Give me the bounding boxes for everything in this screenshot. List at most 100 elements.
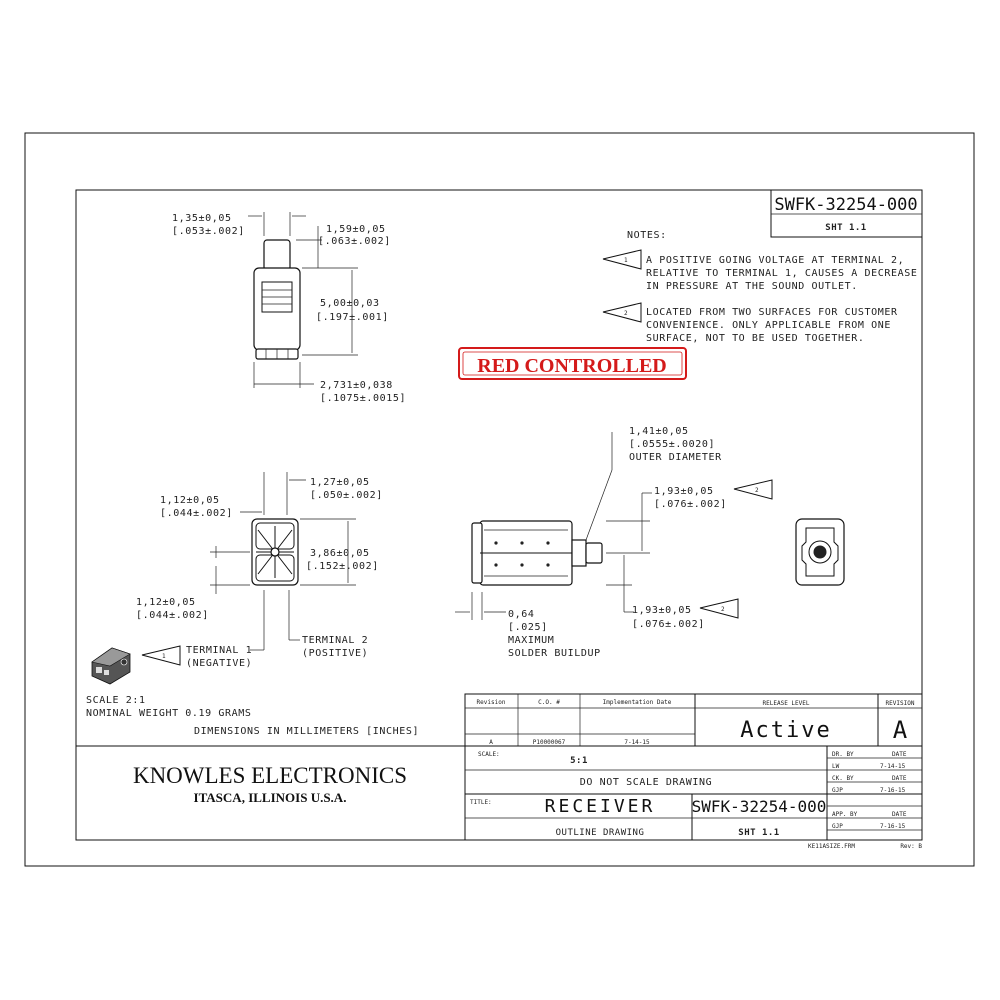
revision-label: REVISION: [886, 700, 915, 707]
side-view: 1,41±0,05 [.0555±.0020] OUTER DIAMETER 1…: [455, 426, 773, 659]
dim-top-width-in: [.053±.002]: [172, 226, 245, 237]
page-frame: [24, 132, 975, 867]
outlet-view: [795, 518, 845, 586]
doc-number-box: SWFK-32254-000 SHT 1.1: [770, 189, 923, 238]
dim-solder: 0,64: [508, 609, 534, 620]
dim-end-top-pad-in: [.044±.002]: [160, 508, 233, 519]
approved-by-date: 7-16-15: [880, 823, 906, 830]
dim-top-nub-in: [.063±.002]: [318, 236, 391, 247]
sound-outlet-nub: [263, 239, 291, 271]
note-flag-2: [602, 302, 642, 323]
note-flag-1-callout-label: 1: [162, 653, 166, 660]
company-name: KNOWLES ELECTRONICS: [133, 763, 407, 788]
rev-header-date: Implementation Date: [603, 699, 672, 706]
notes-heading: NOTES:: [627, 230, 667, 241]
units-note: DIMENSIONS IN MILLIMETERS [INCHES]: [194, 726, 419, 737]
weight-note: NOMINAL WEIGHT 0.19 GRAMS: [86, 708, 252, 719]
dim-side-upper-in: [.076±.002]: [654, 499, 727, 510]
company-location: ITASCA, ILLINOIS U.S.A.: [194, 790, 347, 805]
dim-end-pitch-in: [.050±.002]: [310, 490, 383, 501]
scale-note: SCALE 2:1: [86, 695, 146, 706]
dim-body-width-in: [.1075±.0015]: [320, 393, 406, 404]
note-flag-2-callout-lower: [699, 598, 739, 619]
dim-body-length: 5,00±0,03: [320, 298, 380, 309]
revision-value: A: [893, 716, 908, 744]
drawn-date-label: DATE: [892, 751, 907, 758]
drawing-border: [75, 189, 923, 841]
form-template: KE11ASIZE.FRM: [808, 843, 855, 850]
dim-end-top-pad: 1,12±0,05: [160, 495, 220, 506]
note-2-line-3: SURFACE, NOT TO BE USED TOGETHER.: [646, 333, 864, 344]
end-view: 1,12±0,05 [.044±.002] 1,27±0,05 [.050±.0…: [136, 472, 383, 669]
note-1-line-2: RELATIVE TO TERMINAL 1, CAUSES A DECREAS…: [646, 268, 917, 279]
terminal-1-polarity: (NEGATIVE): [186, 658, 252, 669]
notes: NOTES: 1 A POSITIVE GOING VOLTAGE AT TER…: [602, 230, 917, 344]
note-flag-2-callout-upper-label: 2: [755, 487, 759, 494]
drawn-by-name: LW: [832, 763, 840, 770]
release-level-label: RELEASE LEVEL: [763, 700, 810, 707]
note-2-line-1: LOCATED FROM TWO SURFACES FOR CUSTOMER: [646, 307, 898, 318]
dim-solder-note-2: SOLDER BUILDUP: [508, 648, 601, 659]
dim-body-length-in: [.197±.001]: [316, 312, 389, 323]
note-1-line-3: IN PRESSURE AT THE SOUND OUTLET.: [646, 281, 858, 292]
drawing-title: RECEIVER: [545, 796, 656, 817]
revision-table: Revision C.O. # Implementation Date A P1…: [464, 693, 696, 747]
dim-side-upper: 1,93±0,05: [654, 486, 714, 497]
dim-end-bottom-pad-in: [.044±.002]: [136, 610, 209, 621]
checked-by-date: 7-16-15: [880, 787, 906, 794]
rev-cell-co: P10000067: [533, 739, 566, 746]
note-flag-1-label: 1: [624, 257, 628, 264]
checked-by-label: CK. BY: [832, 775, 854, 782]
doc-number: SWFK-32254-000: [774, 195, 917, 215]
dim-end-bottom-pad: 1,12±0,05: [136, 597, 196, 608]
note-flag-1: [602, 249, 642, 270]
note-2-line-2: CONVENIENCE. ONLY APPLICABLE FROM ONE: [646, 320, 891, 331]
terminal-2-label: TERMINAL 2: [302, 635, 368, 646]
dim-solder-note-1: MAXIMUM: [508, 635, 554, 646]
scale-value: 5:1: [570, 756, 588, 766]
dim-side-lower-in: [.076±.002]: [632, 619, 705, 630]
dim-outlet-diameter-note: OUTER DIAMETER: [629, 452, 722, 463]
dim-end-pitch: 1,27±0,05: [310, 477, 370, 488]
stamp-text: RED CONTROLLED: [477, 355, 666, 377]
dim-end-height: 3,86±0,05: [310, 548, 370, 559]
release-level-value: Active: [740, 718, 831, 743]
rev-header-revision: Revision: [477, 699, 506, 706]
drawn-by-label: DR. BY: [832, 751, 854, 758]
sheet-number: SHT 1.1: [825, 223, 866, 233]
do-not-scale: DO NOT SCALE DRAWING: [580, 777, 712, 788]
approved-date-label: DATE: [892, 811, 907, 818]
note-flag-2-callout-lower-label: 2: [721, 606, 725, 613]
dim-end-height-in: [.152±.002]: [306, 561, 379, 572]
note-flag-2-callout-upper: [733, 479, 773, 500]
dim-top-width: 1,35±0,05: [172, 213, 232, 224]
rev-cell-date: 7-14-15: [624, 739, 650, 746]
note-1-line-1: A POSITIVE GOING VOLTAGE AT TERMINAL 2,: [646, 255, 904, 266]
form-revision: Rev: B: [900, 843, 922, 850]
drawing-subtitle: OUTLINE DRAWING: [556, 828, 645, 838]
sound-outlet-side: [585, 542, 603, 564]
dim-top-nub: 1,59±0,05: [326, 224, 386, 235]
dim-side-lower: 1,93±0,05: [632, 605, 692, 616]
note-flag-2-label: 2: [624, 310, 628, 317]
receiver-3d-thumbnail: [91, 647, 131, 685]
scale-label: SCALE:: [478, 751, 500, 758]
top-view: 1,35±0,05 [.053±.002] 1,59±0,05 [.063±.0…: [172, 212, 406, 404]
dim-outlet-diameter-in: [.0555±.0020]: [629, 439, 715, 450]
dim-outlet-diameter: 1,41±0,05: [629, 426, 689, 437]
red-controlled-stamp: RED CONTROLLED: [458, 347, 687, 380]
terminal-2-polarity: (POSITIVE): [302, 648, 368, 659]
note-flag-1-callout: [141, 645, 181, 666]
title-block: KNOWLES ELECTRONICS ITASCA, ILLINOIS U.S…: [76, 745, 922, 840]
terminal-1-label: TERMINAL 1: [186, 645, 252, 656]
receiver-body-top: [253, 267, 301, 351]
dim-body-width: 2,731±0,038: [320, 380, 393, 391]
rev-header-co: C.O. #: [538, 699, 560, 706]
title-label: TITLE:: [470, 799, 492, 806]
rev-cell-revision: A: [489, 739, 493, 746]
release-block: RELEASE LEVEL Active REVISION A: [694, 693, 923, 747]
checked-by-name: GJP: [832, 787, 843, 794]
title-sheet: SHT 1.1: [738, 828, 779, 838]
dim-solder-in: [.025]: [508, 622, 548, 633]
